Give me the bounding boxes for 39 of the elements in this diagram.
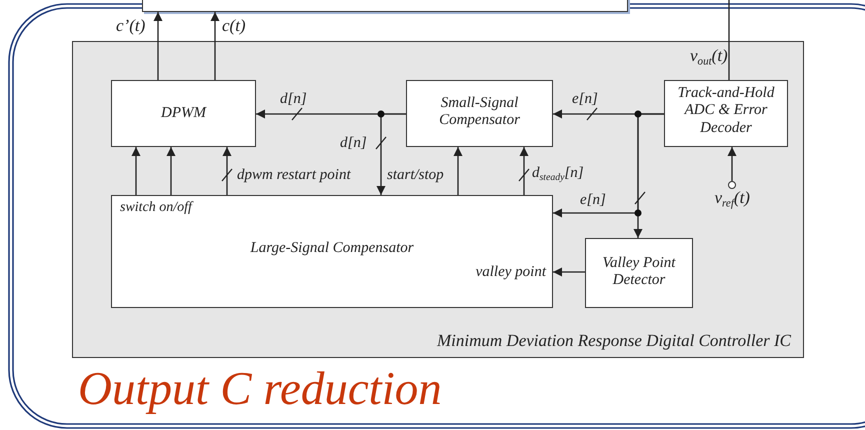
arrow bbox=[520, 147, 528, 195]
port-label: switch on/off bbox=[120, 200, 192, 216]
block-label: Large-Signal Compensator bbox=[249, 240, 415, 258]
compensator-block bbox=[406, 80, 553, 147]
edge-label: e[n] bbox=[580, 192, 606, 208]
arrow bbox=[132, 147, 140, 195]
detector-block bbox=[585, 238, 693, 308]
edge-label: dpwm restart point bbox=[237, 167, 351, 184]
arrow bbox=[634, 113, 664, 238]
edge-label: d$_{steady}$[n] bbox=[532, 165, 584, 182]
arrow bbox=[166, 147, 176, 195]
block-label: Valley Point Detector bbox=[602, 255, 677, 290]
port-label: valley point bbox=[476, 264, 546, 282]
signal-line bbox=[728, 0, 730, 80]
ic-boundary-box bbox=[72, 41, 804, 358]
slide-caption: Output C reduction bbox=[78, 364, 442, 416]
edge-label: d[n] bbox=[280, 91, 307, 108]
edge-label: c(t) bbox=[222, 17, 246, 36]
dpwm-block bbox=[111, 80, 256, 147]
adc-block bbox=[664, 80, 788, 147]
arrow bbox=[222, 147, 232, 195]
arrow bbox=[553, 268, 585, 276]
arrow bbox=[210, 12, 220, 80]
arrow bbox=[454, 147, 462, 195]
input-terminal-circle bbox=[728, 181, 736, 189]
arrow bbox=[376, 113, 406, 195]
block-label: Small-Signal Compensator bbox=[438, 95, 521, 130]
ic-title: Minimum Deviation Response Digital Controller IC bbox=[437, 331, 791, 351]
signal-label: v$_{ref}$(t) bbox=[714, 189, 750, 208]
compensator-block bbox=[111, 195, 553, 308]
signal-label: start/stop bbox=[387, 167, 444, 184]
edge-label: c’(t) bbox=[116, 17, 146, 36]
arrow bbox=[154, 12, 162, 80]
block-label: Track-and-Hold ADC & Error Decoder bbox=[676, 85, 776, 137]
edge-label: d[n] bbox=[340, 135, 367, 152]
edge-label: v$_{out}$(t) bbox=[690, 47, 728, 66]
arrow bbox=[728, 147, 736, 181]
edge-label: e[n] bbox=[572, 91, 598, 108]
block-label: DPWM bbox=[160, 105, 208, 122]
